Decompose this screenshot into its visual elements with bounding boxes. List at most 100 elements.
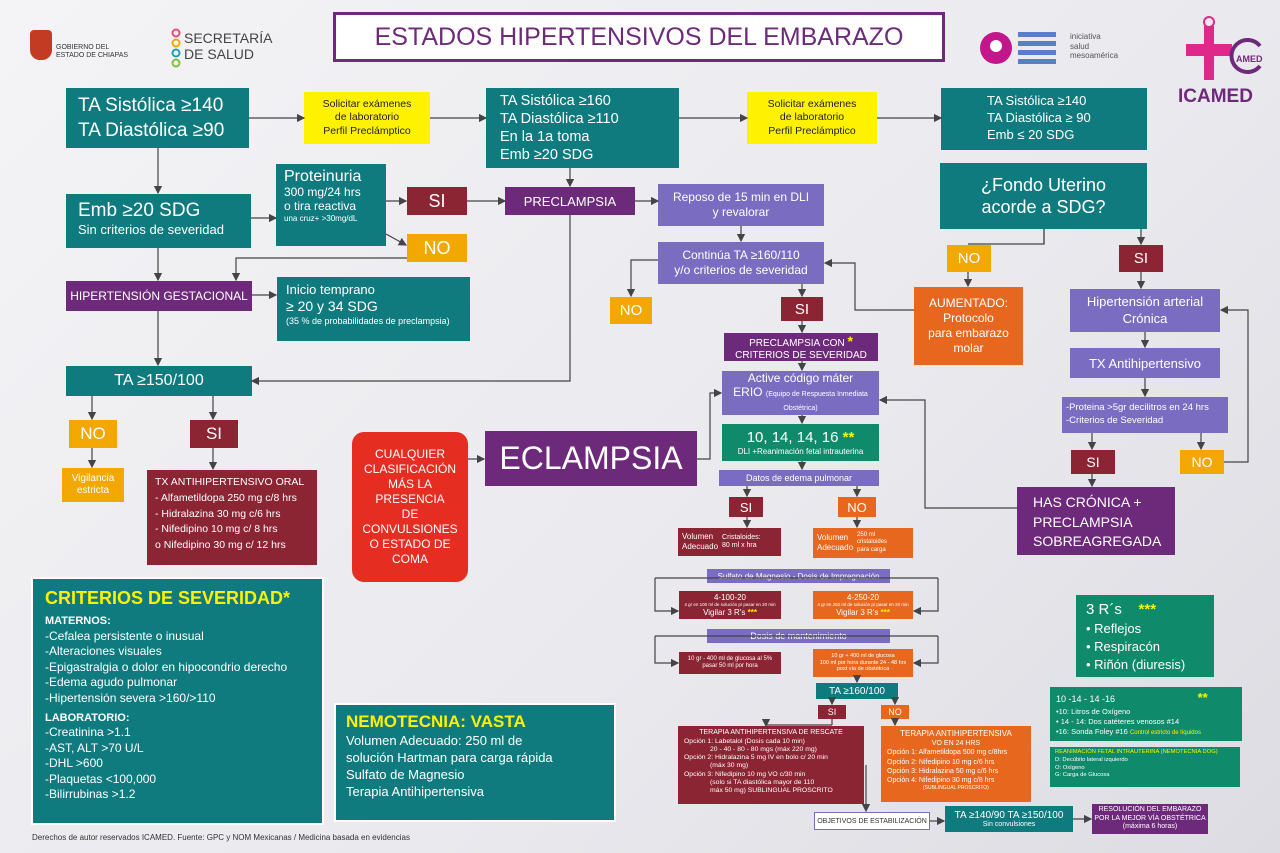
no-ta150: NO xyxy=(69,420,117,448)
reposo-line2: y revalorar xyxy=(712,205,770,219)
cualquier-line: CONVULSIONES xyxy=(362,522,458,536)
page-title: ESTADOS HIPERTENSIVOS DEL EMBARAZO xyxy=(333,12,945,62)
laboratorio-label: LABORATORIO: xyxy=(45,711,130,724)
dose-b-vigilar: Vigilar 3 R's xyxy=(836,607,879,617)
continua-line1: Continúa TA ≥160/110 xyxy=(682,248,800,262)
ta-140-right-line3: Emb ≤ 20 SDG xyxy=(987,126,1075,142)
icamed-name: ICAMED xyxy=(1178,86,1253,107)
dose-b-line1: 4-250-20 xyxy=(846,593,880,603)
dose-a-vigilar: Vigilar 3 R's xyxy=(703,607,746,617)
connector xyxy=(654,578,680,616)
maternos-label: MATERNOS: xyxy=(45,615,111,628)
lab-left-line2: de laboratorio xyxy=(334,111,400,124)
volumen-b-r2: cristaloides xyxy=(857,539,888,546)
iniciativa-line2: salud xyxy=(1070,41,1090,51)
tres-rs-box: 3 R´s *** • Reflejos • Respiracón • Riñó… xyxy=(1076,595,1214,677)
no-proteina-label: NO xyxy=(1191,454,1213,470)
mant-a-box: 10 gr - 400 ml de glucosa al 5% pasar 50… xyxy=(679,652,781,674)
diez-catorce-box: 10 -14 - 14 -16 ** •10: Litros de Oxígen… xyxy=(1050,687,1242,741)
objetivos-label: OBJETIVOS DE ESTABILIZACIÓN xyxy=(817,817,927,825)
ta-160b-label: TA ≥160/100 xyxy=(829,685,885,697)
volumen-a-line2: Adecuado xyxy=(682,542,719,551)
emb-20-line1: Emb ≥20 SDG xyxy=(78,200,201,221)
continua-box: Continúa TA ≥160/110 y/o criterios de se… xyxy=(658,242,824,284)
ta-140-right-line2: TA Diastólica ≥ 90 xyxy=(987,109,1091,125)
vigilancia-line2: estricta xyxy=(76,485,110,496)
aumentado-line2: Protocolo xyxy=(943,311,994,325)
connector xyxy=(1219,305,1249,463)
sulfato-box: Sulfato de Magnesio - Dosis de Impregnac… xyxy=(707,569,890,583)
ta-160-line1: TA Sistólica ≥160 xyxy=(500,93,611,109)
diez-catorce-star: ** xyxy=(1197,690,1208,705)
lab-right-line2: de laboratorio xyxy=(779,111,845,124)
tres-rs-item: • Respiracón xyxy=(1086,639,1160,655)
cualquier-line: MÁS LA xyxy=(387,477,432,491)
connector xyxy=(878,395,1017,509)
no-proteinuria-label: NO xyxy=(423,237,451,258)
no-ta160b-label: NO xyxy=(888,707,902,717)
tx-oral-title: TX ANTIHIPERTENSIVO ORAL xyxy=(155,476,305,488)
dose-b-line3: Vigilar 3 R's *** xyxy=(836,608,890,617)
terapia-rescate-item: 20 - 40 - 80 - 80 mgs (máx 220 mg) xyxy=(710,745,817,753)
ta-150-label: TA ≥150/100 xyxy=(114,372,204,389)
inicio-line3: (35 % de probabilidades de preclampsia) xyxy=(286,315,450,326)
proteinuria-line3: o tira reactiva xyxy=(284,199,357,214)
nums-box: 10, 14, 14, 16 ** DLI +Reanimación fetal… xyxy=(722,424,879,461)
mantenimiento-box: Dosis de mantenimiento xyxy=(707,629,890,643)
codigo-line2: ERIO (Equipo de Respuesta Inmediata Obst… xyxy=(722,385,879,414)
connector xyxy=(823,258,914,311)
criterios-star: * xyxy=(283,588,291,608)
tres-rs-title: 3 R´s *** xyxy=(1086,599,1204,620)
iniciativa-line1: iniciativa xyxy=(1070,32,1101,41)
si-fondo-label: SI xyxy=(1133,250,1149,267)
iniciativa-text: iniciativa salud mesoamérica xyxy=(1070,32,1150,68)
connector-line xyxy=(968,229,1045,245)
terapia-rescate-item: máx 50 mg) SUBLINGUAL PROSCRITO xyxy=(710,787,833,795)
si-continua: SI xyxy=(781,297,823,321)
connector xyxy=(766,719,833,726)
ta-160-line3: En la 1a toma xyxy=(500,129,590,146)
nums-value: 10, 14, 14, 16 xyxy=(746,428,839,446)
proteinuria-line2: 300 mg/24 hrs xyxy=(284,185,361,200)
gov-text: GOBIERNO DEL ESTADO DE CHIAPAS xyxy=(56,44,156,68)
no-ta150-label: NO xyxy=(80,424,106,443)
has-line2: PRECLAMPSIA xyxy=(1033,513,1133,530)
edema-label: Datos de edema pulmonar xyxy=(745,473,853,483)
cualquier-box: CUALQUIER CLASIFICACIÓN MÁS LA PRESENCIA… xyxy=(352,432,468,582)
terapia-vo-box: TERAPIA ANTIHIPERTENSIVA VO EN 24 HRS Op… xyxy=(881,726,1031,802)
diez-catorce-title: 10 -14 - 14 -16 ** xyxy=(1056,689,1236,707)
si-proteinuria-label: SI xyxy=(428,190,446,211)
nums-line: 10, 14, 14, 16 ** xyxy=(747,429,855,447)
mant-b-line3: post vía de obstétrica xyxy=(836,666,890,673)
terapia-vo-title1: TERAPIA ANTIHIPERTENSIVA xyxy=(900,729,1012,738)
no-fondo-label: NO xyxy=(957,250,981,267)
mant-b-box: 10 gr + 400 ml de glucosa 100 ml por hor… xyxy=(813,649,913,677)
volumen-a-r1: Cristaloides: xyxy=(722,533,761,541)
tres-rs-item: • Riñón (diuresis) xyxy=(1086,657,1186,673)
cualquier-line: O ESTADO DE xyxy=(369,537,451,551)
inicio-temprano-box: Inicio temprano ≥ 20 y 34 SDG (35 % de p… xyxy=(277,277,470,341)
reanimacion-title: REANIMACIÓN FETAL INTRAUTERINA (NEMOTECN… xyxy=(1055,749,1218,755)
ta-140-line2: TA Diastólica ≥90 xyxy=(78,119,225,141)
mant-b-line1: 10 gr + 400 ml de glucosa xyxy=(831,653,895,660)
prec-sev-line2: CRITERIOS DE SEVERIDAD xyxy=(735,349,867,361)
lab-right-line1: Solicitar exámenes xyxy=(767,98,857,111)
diez-catorce-item: •16: Sonda Foley #16 Control estricto de… xyxy=(1056,727,1236,737)
nemotecnia-item: Terapia Antihipertensiva xyxy=(346,783,485,799)
laboratorio-item: -AST, ALT >70 U/L xyxy=(45,740,144,755)
terapia-vo-title2: VO EN 24 HRS xyxy=(931,740,981,748)
terapia-rescate-item: (máx 30 mg) xyxy=(710,762,749,770)
resolucion-line2: POR LA MEJOR VÍA OBSTÉTRICA xyxy=(1094,814,1206,822)
nemotecnia-item: Sulfato de Magnesio xyxy=(346,766,465,782)
codigo-mater-box: Active código máter ERIO (Equipo de Resp… xyxy=(722,371,879,415)
laboratorio-item: -DHL >600 xyxy=(45,756,103,771)
icamed-logo-icon xyxy=(1182,16,1264,86)
ta-160-box: TA Sistólica ≥160 TA Diastólica ≥110 En … xyxy=(486,88,679,168)
gov-logo xyxy=(30,30,52,60)
tx-oral-box: TX ANTIHIPERTENSIVO ORAL - Alfametildopa… xyxy=(147,470,317,565)
maternos-list: -Cefalea persistente o inusual -Alteraci… xyxy=(45,629,310,707)
tx-oral-item: - Alfametildopa 250 mg c/8 hrs xyxy=(155,491,297,504)
dose-a-star: *** xyxy=(747,607,757,617)
